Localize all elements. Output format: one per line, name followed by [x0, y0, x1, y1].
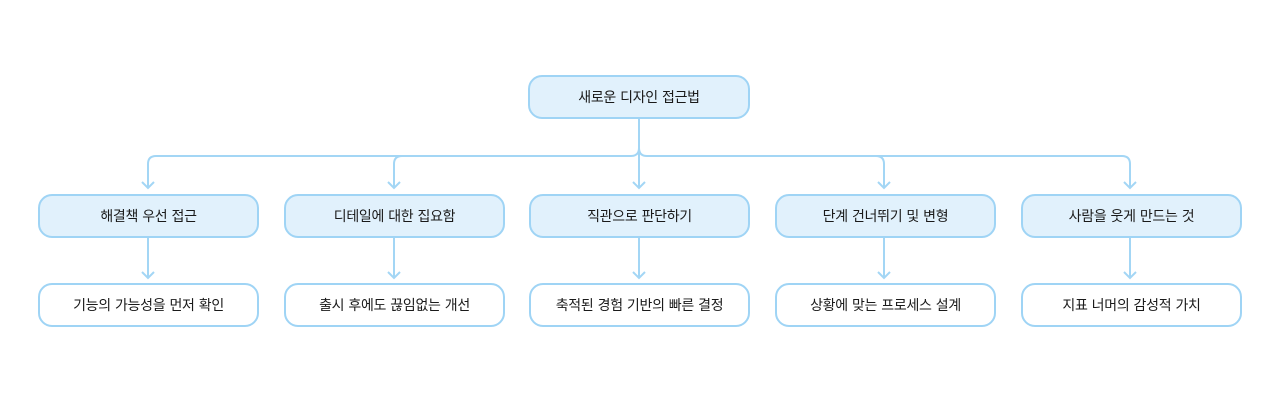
- branch-node-4: 단계 건너뛰기 및 변형: [775, 194, 996, 238]
- arrowhead: [387, 181, 401, 190]
- edge-branch-3-child: [632, 238, 646, 280]
- branch-node-label: 해결책 우선 접근: [100, 209, 197, 225]
- child-node-2: 출시 후에도 끊임없는 개선: [284, 283, 505, 327]
- child-node-label: 기능의 가능성을 먼저 확인: [73, 298, 224, 314]
- child-node-1: 기능의 가능성을 먼저 확인: [38, 283, 259, 327]
- branch-node-label: 단계 건너뛰기 및 변형: [822, 209, 949, 225]
- root-node-label: 새로운 디자인 접근법: [578, 90, 700, 106]
- arrowhead: [632, 181, 646, 190]
- edge-to-branch-4: [638, 147, 885, 188]
- edge-to-branch-2: [393, 155, 403, 188]
- edge-branch-1-child: [141, 238, 155, 280]
- child-node-5: 지표 너머의 감성적 가치: [1021, 283, 1242, 327]
- branch-node-5: 사람을 웃게 만드는 것: [1021, 194, 1242, 238]
- child-node-label: 상황에 맞는 프로세스 설계: [810, 298, 961, 314]
- child-node-label: 출시 후에도 끊임없는 개선: [319, 298, 470, 314]
- arrowhead: [877, 181, 891, 190]
- arrowhead: [141, 181, 155, 190]
- branch-node-3: 직관으로 판단하기: [529, 194, 750, 238]
- child-node-4: 상황에 맞는 프로세스 설계: [775, 283, 996, 327]
- edge-to-branch-5: [876, 155, 1131, 188]
- child-node-3: 축적된 경험 기반의 빠른 결정: [529, 283, 750, 327]
- edge-branch-2-child: [387, 238, 401, 280]
- root-node: 새로운 디자인 접근법: [528, 75, 750, 119]
- edge-branch-4-child: [877, 238, 891, 280]
- branch-node-label: 사람을 웃게 만드는 것: [1068, 209, 1195, 225]
- branch-node-label: 직관으로 판단하기: [587, 209, 692, 225]
- child-node-label: 지표 너머의 감성적 가치: [1062, 298, 1201, 314]
- branch-node-label: 디테일에 대한 집요함: [333, 209, 456, 225]
- branch-node-2: 디테일에 대한 집요함: [284, 194, 505, 238]
- branch-node-1: 해결책 우선 접근: [38, 194, 259, 238]
- child-node-label: 축적된 경험 기반의 빠른 결정: [555, 298, 724, 314]
- edge-branch-5-child: [1123, 238, 1137, 280]
- arrowhead: [1123, 181, 1137, 190]
